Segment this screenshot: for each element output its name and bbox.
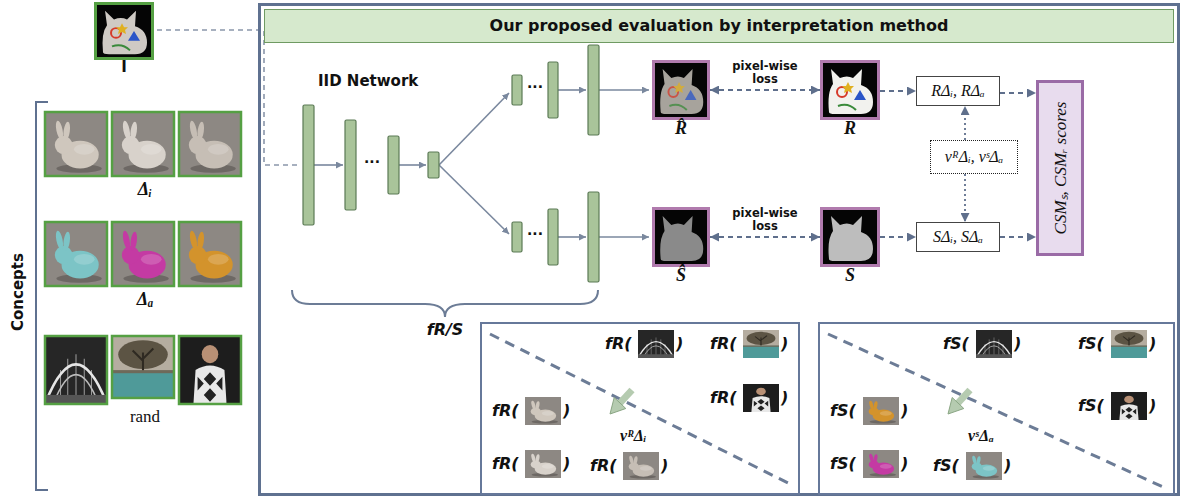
function-text: )	[661, 456, 668, 476]
concepts-label: Concepts	[9, 253, 27, 331]
function-text: )	[1004, 456, 1011, 476]
function-text: )	[563, 401, 570, 421]
ellipsis: ...	[364, 150, 380, 166]
embedding-space-left	[490, 330, 790, 484]
concept-images	[45, 112, 241, 404]
image-label: S	[823, 266, 877, 286]
box-label: RΔᵢ, RΔₐ	[931, 82, 985, 100]
image-label: I	[97, 59, 151, 76]
input-image: I	[94, 2, 154, 60]
connector	[880, 236, 916, 238]
function-text: )	[1014, 334, 1021, 354]
embedding-space-right	[828, 330, 1163, 487]
reflectance-concept-box: RΔᵢ, RΔₐ	[916, 76, 1000, 106]
function-text: fS(	[830, 454, 856, 474]
function-text: fS(	[1078, 334, 1104, 354]
concept-label: Δₐ	[137, 289, 154, 310]
reflectance-target: R	[820, 60, 880, 120]
reflectance-space-box: fR() fR() fR() fR() fR() fR() vᴿΔᵢ	[480, 322, 800, 495]
edge-label: pixel-wise loss	[723, 207, 807, 233]
connector	[1000, 236, 1036, 238]
function-text: fS(	[830, 401, 856, 421]
iid-network	[292, 45, 649, 317]
function-text: fR(	[710, 334, 737, 354]
vector-label: vˢΔₐ	[968, 426, 994, 446]
network-brace	[292, 290, 598, 317]
predicted-shading: Ŝ	[652, 207, 710, 267]
connector	[964, 174, 966, 222]
function-text: fS(	[943, 334, 969, 354]
image-label: R̂	[655, 119, 707, 139]
concept-label: rand	[130, 407, 160, 427]
function-text: )	[1149, 396, 1156, 416]
function-text: )	[781, 334, 788, 354]
function-text: fR(	[605, 334, 632, 354]
score-label: CSMₛ, CSMᵣ scores	[1049, 102, 1072, 235]
connector	[964, 106, 966, 140]
edge-label: pixel-wise loss	[723, 60, 807, 86]
concept-vector-box: vᴿΔᵢ, vˢΔₐ	[930, 140, 1018, 174]
predicted-reflectance: R̂	[652, 60, 710, 120]
input-leader	[157, 30, 300, 165]
function-text: )	[1149, 334, 1156, 354]
box-label: vᴿΔᵢ, vˢΔₐ	[945, 148, 1004, 166]
vector-label: vᴿΔᵢ	[620, 426, 647, 446]
function-text: fS(	[1078, 396, 1104, 416]
image-label: Ŝ	[655, 266, 707, 286]
function-text: fS(	[933, 456, 959, 476]
network-label: IID Network	[318, 72, 418, 90]
ellipsis: ...	[527, 222, 543, 238]
function-text: fR(	[492, 401, 519, 421]
function-text: )	[901, 454, 908, 474]
shading-space-box: fS() fS() fS() fS() fS() fS() vˢΔₐ	[818, 322, 1175, 495]
function-label: fR/S	[427, 320, 464, 340]
connector	[1000, 92, 1036, 94]
ellipsis: ...	[527, 75, 543, 91]
function-text: )	[563, 454, 570, 474]
connector	[710, 236, 820, 238]
concepts-bracket	[36, 102, 48, 490]
connector	[710, 89, 820, 91]
panel-header: Our proposed evaluation by interpretatio…	[264, 9, 1174, 43]
function-text: fR(	[492, 454, 519, 474]
score-box: CSMₛ, CSMᵣ scores	[1036, 80, 1084, 256]
box-label: SΔᵢ, SΔₐ	[933, 228, 983, 246]
function-text: fR(	[590, 456, 617, 476]
shading-target: S	[820, 207, 880, 267]
concept-label: Δᵢ	[138, 179, 152, 200]
shading-concept-box: SΔᵢ, SΔₐ	[916, 222, 1000, 252]
function-text: )	[676, 334, 683, 354]
function-text: )	[781, 388, 788, 408]
function-text: fR(	[710, 388, 737, 408]
connector	[880, 90, 916, 92]
image-label: R	[823, 119, 877, 139]
function-text: )	[901, 401, 908, 421]
